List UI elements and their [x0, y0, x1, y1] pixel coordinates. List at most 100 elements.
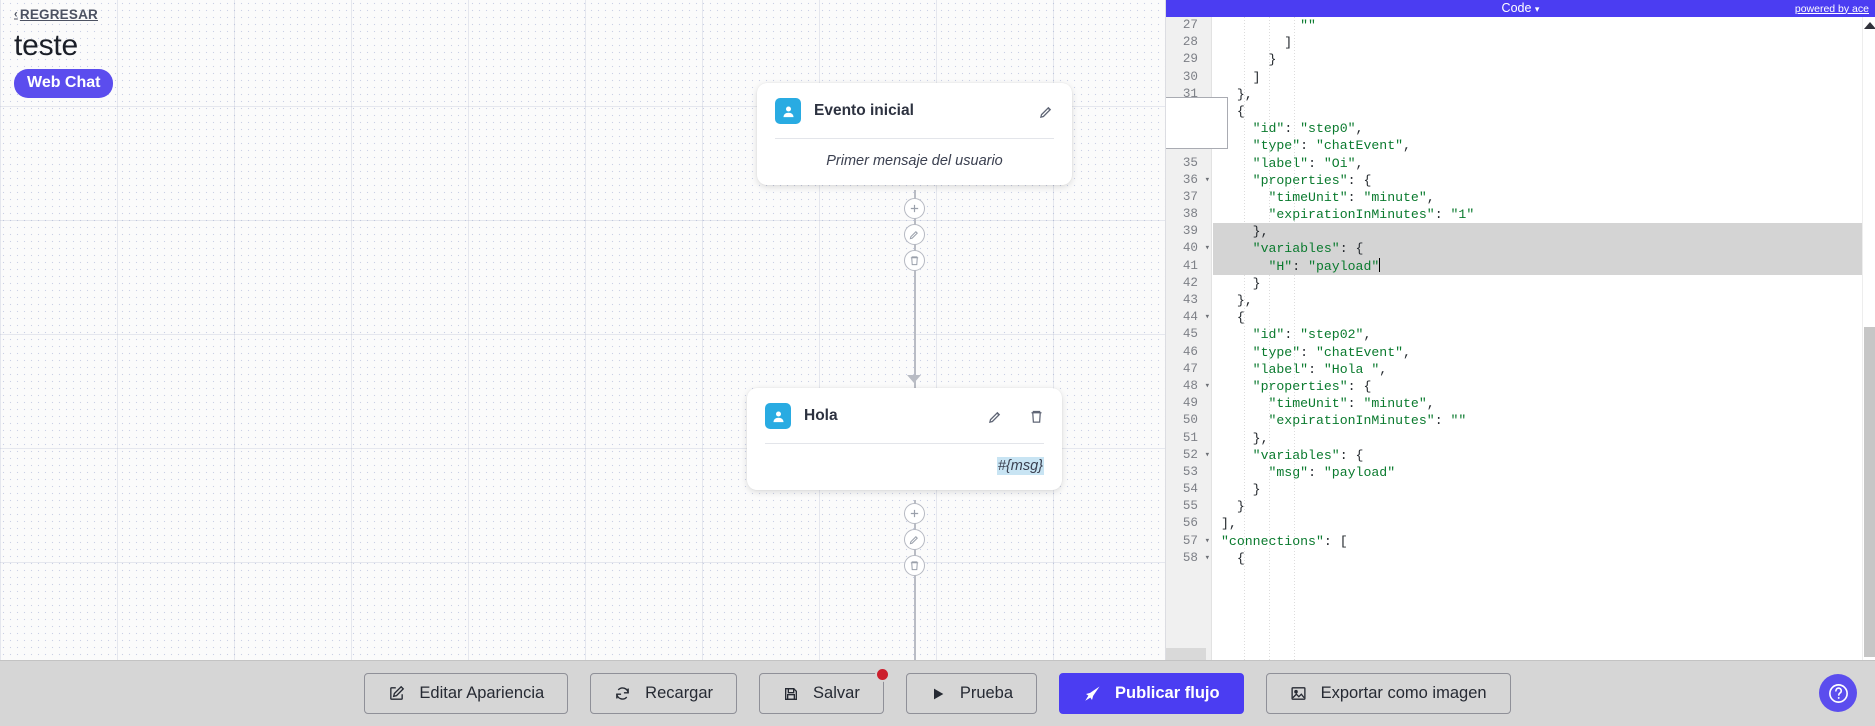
- code-line[interactable]: "": [1300, 18, 1316, 33]
- node-action-group[interactable]: [904, 503, 925, 576]
- code-line[interactable]: "variables": {: [1252, 447, 1364, 463]
- code-line[interactable]: "id": "step0",: [1252, 121, 1364, 137]
- code-panel-title[interactable]: Code ▾: [1166, 2, 1875, 15]
- code-line[interactable]: {: [1221, 103, 1245, 119]
- code-line[interactable]: },: [1221, 430, 1269, 446]
- recargar-button[interactable]: Recargar: [590, 673, 738, 714]
- fold-toggle-icon: ▾: [1204, 312, 1210, 323]
- salvar-button[interactable]: Salvar: [759, 667, 890, 714]
- powered-by-ace-link[interactable]: powered by ace: [1794, 2, 1869, 15]
- connector-line-1: [914, 190, 916, 390]
- gutter-line-number: 48▾: [1166, 378, 1212, 395]
- code-line[interactable]: "timeUnit": "minute",: [1268, 189, 1435, 205]
- code-line[interactable]: "connections": [: [1221, 533, 1348, 549]
- chevron-down-icon: ▾: [1534, 4, 1540, 15]
- page-title: teste: [14, 29, 79, 62]
- code-line[interactable]: "type": "chatEvent",: [1252, 138, 1411, 154]
- flow-canvas[interactable]: ‹REGRESAR teste Web Chat Evento inicial: [0, 0, 1165, 660]
- node-title: Evento inicial: [814, 102, 914, 119]
- help-button[interactable]: [1819, 674, 1857, 712]
- toolbar-button-label: Salvar: [813, 684, 860, 702]
- pencil-icon[interactable]: [904, 529, 925, 550]
- code-lines[interactable]: "" ] } ] }, { "id": "step0", "type": "ch…: [1213, 17, 1875, 567]
- code-line[interactable]: ]: [1221, 35, 1293, 51]
- editor-vertical-scrollbar[interactable]: [1862, 17, 1875, 660]
- code-line[interactable]: "H": "payload": [1213, 257, 1875, 275]
- code-editor[interactable]: 272829303132▾33343536▾37383940▾41424344▾…: [1166, 17, 1875, 660]
- pencil-icon[interactable]: [904, 224, 925, 245]
- editor-horizontal-scrollbar[interactable]: [1166, 648, 1206, 660]
- flow-node[interactable]: Evento inicial Primer mensaje del usuari…: [757, 83, 1072, 185]
- rocket-icon: [1083, 685, 1101, 703]
- trash-icon[interactable]: [904, 555, 925, 576]
- pencil-icon[interactable]: [1039, 104, 1054, 119]
- code-line[interactable]: "label": "Oi",: [1252, 155, 1364, 171]
- code-fold-widget[interactable]: ❯: [1166, 97, 1228, 149]
- toolbar-button-group: Editar Apariencia Recargar Salvar Prueba Pub…: [364, 667, 1511, 714]
- gutter-line-number: 45: [1182, 327, 1198, 342]
- node-header: Hola: [747, 388, 1062, 443]
- code-line[interactable]: "properties": {: [1252, 172, 1372, 188]
- code-line[interactable]: },: [1221, 293, 1253, 308]
- trash-icon[interactable]: [904, 250, 925, 271]
- gutter-line-number: 39: [1182, 224, 1198, 239]
- code-line[interactable]: }: [1221, 275, 1261, 291]
- fold-toggle-icon: ▾: [1204, 552, 1210, 563]
- code-line[interactable]: "timeUnit": "minute",: [1268, 396, 1435, 412]
- node-action-group[interactable]: [904, 198, 925, 271]
- connector-line-2: [914, 500, 916, 660]
- gutter-line-number: 37: [1182, 189, 1198, 204]
- gutter-line-number: 29: [1182, 52, 1198, 67]
- prueba-button[interactable]: Prueba: [905, 673, 1038, 714]
- code-line[interactable]: }: [1221, 499, 1245, 515]
- exportar-como-imagen-button[interactable]: Exportar como imagen: [1265, 673, 1511, 714]
- publicar-flujo-button[interactable]: Publicar flujo: [1059, 673, 1244, 714]
- editar-apariencia-button[interactable]: Editar Apariencia: [364, 673, 569, 714]
- fold-toggle-icon: ▾: [1204, 174, 1210, 185]
- gutter-line-number: 49: [1182, 396, 1198, 411]
- code-line[interactable]: "properties": {: [1252, 378, 1372, 394]
- code-line[interactable]: }: [1221, 52, 1277, 68]
- code-line[interactable]: },: [1213, 223, 1875, 241]
- canvas-header: ‹REGRESAR teste Web Chat: [14, 4, 114, 98]
- code-panel-titlebar: Code ▾ powered by ace: [1166, 0, 1875, 17]
- code-line[interactable]: ]: [1221, 69, 1261, 85]
- gutter-line-number: 36▾: [1166, 172, 1212, 189]
- code-line[interactable]: "id": "step02",: [1252, 327, 1372, 343]
- code-line[interactable]: "type": "chatEvent",: [1252, 344, 1411, 360]
- refresh-icon: [614, 685, 631, 702]
- toolbar-button-label: Publicar flujo: [1115, 684, 1220, 702]
- code-line[interactable]: ],: [1221, 516, 1237, 532]
- scrollbar-thumb[interactable]: [1864, 327, 1875, 657]
- code-line[interactable]: "expirationInMinutes": "1": [1268, 207, 1475, 223]
- pencil-icon[interactable]: [988, 409, 1003, 424]
- gutter-line-number: 28: [1182, 35, 1198, 50]
- code-panel[interactable]: Code ▾ powered by ace 272829303132▾33343…: [1165, 0, 1875, 660]
- code-line[interactable]: "expirationInMinutes": "": [1268, 413, 1467, 429]
- code-line[interactable]: "label": "Hola ",: [1252, 361, 1388, 377]
- node-body-wrap: #{msg}: [765, 443, 1044, 490]
- gutter-line-number: 30: [1182, 69, 1198, 84]
- back-link[interactable]: ‹REGRESAR: [14, 7, 98, 22]
- gutter-line-number: 50: [1182, 413, 1198, 428]
- fold-toggle-icon: ▾: [1204, 535, 1210, 546]
- plus-icon[interactable]: [904, 503, 925, 524]
- gutter-line-number: 43: [1182, 293, 1198, 307]
- gutter-line-number: 53: [1182, 464, 1198, 479]
- code-line[interactable]: "variables": {: [1213, 240, 1875, 258]
- fold-toggle-icon: ▾: [1204, 243, 1210, 254]
- plus-icon[interactable]: [904, 198, 925, 219]
- toolbar-button-label: Exportar como imagen: [1320, 684, 1487, 702]
- code-line[interactable]: "msg": "payload": [1268, 464, 1396, 480]
- code-line[interactable]: {: [1221, 310, 1245, 326]
- fold-toggle-icon: ▾: [1204, 449, 1210, 460]
- trash-icon[interactable]: [1029, 409, 1044, 424]
- flow-node[interactable]: Hola #{msg}: [747, 388, 1062, 490]
- code-line[interactable]: },: [1221, 86, 1253, 102]
- user-icon: [775, 98, 801, 124]
- scroll-up-arrow-icon[interactable]: [1863, 22, 1875, 29]
- code-line[interactable]: }: [1221, 482, 1261, 498]
- gutter-line-number: 57▾: [1166, 533, 1212, 550]
- code-line[interactable]: {: [1221, 550, 1245, 566]
